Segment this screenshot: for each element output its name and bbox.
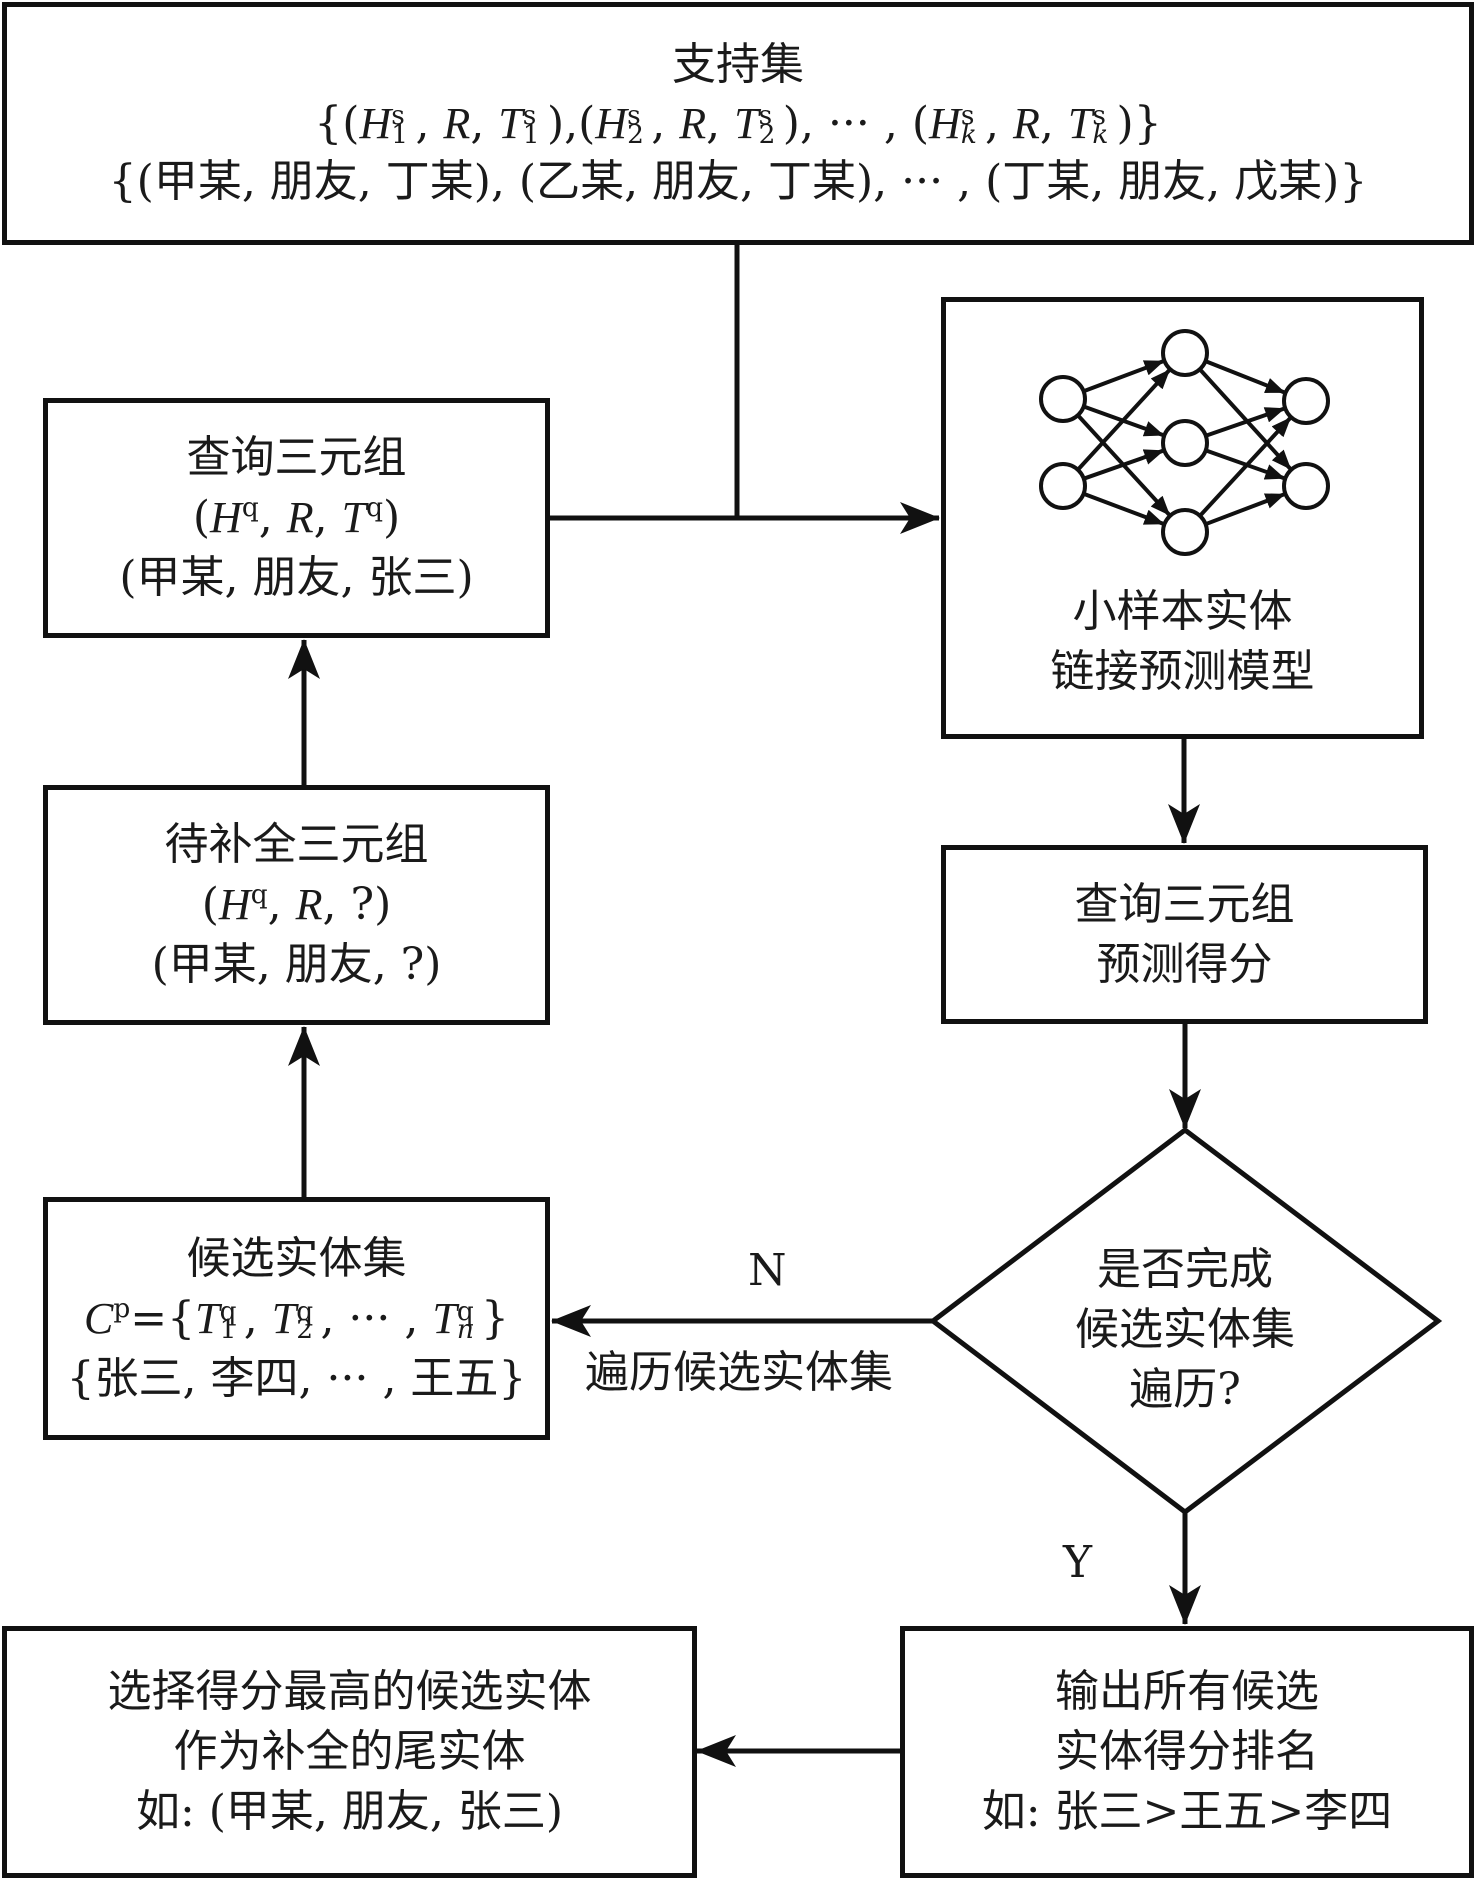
select-line2: 作为补全的尾实体 bbox=[173, 1726, 526, 1777]
candidate-set-title: 候选实体集 bbox=[186, 1232, 407, 1284]
candidate-set-example: {张三, 李四, ··· , 王五} bbox=[66, 1352, 527, 1404]
yes-label: Y bbox=[1063, 1537, 1093, 1588]
network-edge bbox=[1197, 367, 1293, 472]
network-node bbox=[1160, 508, 1209, 556]
ranking-line1: 输出所有候选 bbox=[1055, 1666, 1319, 1717]
network-node bbox=[1038, 375, 1087, 423]
pending-triple-box: 待补全三元组 (Hq, R, ?) (甲某, 朋友, ?) bbox=[43, 785, 550, 1025]
select-line3: 如: (甲某, 朋友, 张三) bbox=[135, 1786, 564, 1837]
pending-triple-example: (甲某, 朋友, ?) bbox=[151, 939, 442, 990]
score-line1: 查询三元组 bbox=[1074, 878, 1295, 930]
prediction-score-box: 查询三元组 预测得分 bbox=[941, 845, 1428, 1024]
query-triple-example: (甲某, 朋友, 张三) bbox=[119, 552, 474, 603]
decision-line1: 是否完成 bbox=[1097, 1244, 1273, 1295]
network-edge bbox=[1082, 358, 1165, 394]
network-edge bbox=[1082, 448, 1165, 481]
ranking-output-box: 输出所有候选 实体得分排名 如: 张三>王五>李四 bbox=[900, 1626, 1474, 1878]
select-line1: 选择得分最高的候选实体 bbox=[107, 1666, 592, 1717]
decision-line3: 遍历? bbox=[1129, 1364, 1241, 1415]
ranking-line3: 如: 张三>王五>李四 bbox=[981, 1786, 1393, 1837]
query-triple-title: 查询三元组 bbox=[186, 432, 407, 483]
neural-network-icon bbox=[1038, 329, 1330, 556]
score-line2: 预测得分 bbox=[1096, 938, 1273, 990]
prediction-model-box: 小样本实体 链接预测模型 bbox=[941, 297, 1424, 739]
support-set-example: {(甲某, 朋友, 丁某), (乙某, 朋友, 丁某), ··· , (丁某, … bbox=[108, 156, 1368, 207]
network-node bbox=[1281, 462, 1330, 510]
decision-diamond bbox=[928, 1126, 1443, 1516]
select-best-box: 选择得分最高的候选实体 作为补全的尾实体 如: (甲某, 朋友, 张三) bbox=[2, 1626, 697, 1878]
ranking-line2: 实体得分排名 bbox=[1055, 1726, 1319, 1777]
network-node bbox=[1160, 329, 1209, 377]
network-edge bbox=[1204, 491, 1286, 527]
network-nodes bbox=[1038, 329, 1330, 556]
network-edges bbox=[1075, 358, 1293, 527]
network-edge bbox=[1082, 491, 1165, 527]
model-title-line1: 小样本实体 bbox=[1072, 586, 1293, 637]
query-triple-box: 查询三元组 (Hq, R, Tq) (甲某, 朋友, 张三) bbox=[43, 398, 550, 638]
network-node bbox=[1160, 419, 1209, 467]
support-set-title: 支持集 bbox=[672, 39, 804, 90]
query-triple-formula: (Hq, R, Tq) bbox=[192, 492, 401, 543]
network-edge bbox=[1197, 415, 1293, 518]
network-edge bbox=[1204, 406, 1286, 438]
traverse-candidate-label: 遍历候选实体集 bbox=[585, 1347, 893, 1398]
network-edge bbox=[1204, 359, 1286, 395]
pending-triple-title: 待补全三元组 bbox=[164, 819, 429, 870]
network-node bbox=[1281, 377, 1330, 425]
network-edge bbox=[1075, 367, 1172, 472]
model-title-line2: 链接预测模型 bbox=[1050, 646, 1315, 697]
decision-line2: 候选实体集 bbox=[1075, 1304, 1295, 1355]
no-label: N bbox=[748, 1245, 787, 1296]
network-node bbox=[1038, 462, 1087, 510]
decision-text: 是否完成 候选实体集 遍历? bbox=[1010, 1240, 1360, 1420]
pending-triple-formula: (Hq, R, ?) bbox=[201, 879, 392, 930]
